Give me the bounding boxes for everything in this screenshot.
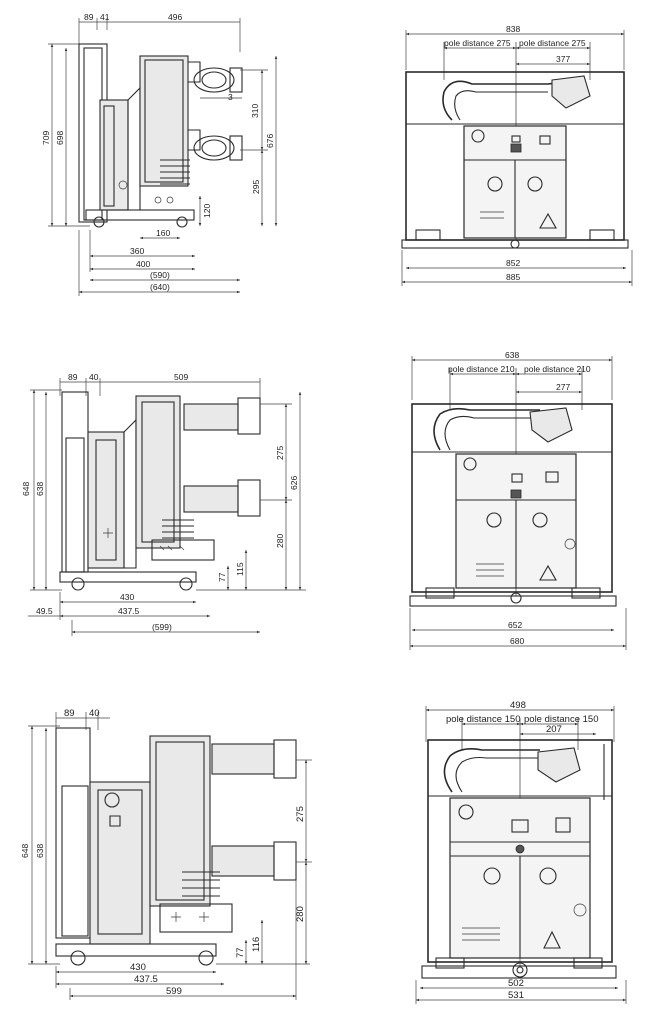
front-pole-distance-1: pole distance 275 <box>444 38 511 48</box>
dim-right-1: 275 <box>295 806 306 822</box>
dim-top-3: 509 <box>174 372 188 382</box>
dim-top-1: 89 <box>64 708 75 719</box>
dim-right-1: 310 <box>250 104 260 118</box>
dim-right-4: 77 <box>235 947 246 958</box>
dim-top-2: 41 <box>100 12 110 22</box>
dim-right-5: 77 <box>217 572 227 582</box>
front-bottom-2: 680 <box>510 636 524 646</box>
front-overall-width: 498 <box>510 700 526 711</box>
side-view-2: 89 40 509 648 638 275 626 280 <box>21 372 306 636</box>
dim-height-2: 698 <box>55 131 65 145</box>
front-inner-width: 277 <box>556 382 570 392</box>
dim-small-mark: 3 <box>228 92 233 102</box>
front-inner-width: 207 <box>546 724 562 735</box>
dim-height-1: 709 <box>41 131 51 145</box>
front-overall-width: 838 <box>506 24 520 34</box>
dim-bottom-1: 160 <box>156 228 170 238</box>
dim-top-1: 89 <box>84 12 94 22</box>
side-view-3: 89 40 648 638 275 280 116 77 <box>20 708 312 1000</box>
front-bottom-2: 885 <box>506 272 520 282</box>
dim-height-1: 648 <box>21 482 31 496</box>
front-overall-width: 638 <box>505 350 519 360</box>
dim-right-4: 120 <box>202 204 212 218</box>
dim-top-2: 40 <box>89 372 99 382</box>
dim-top-2: 40 <box>89 708 100 719</box>
dim-height-2: 638 <box>35 482 45 496</box>
front-view-1: 838 pole distance 275 pole distance 275 … <box>401 24 633 286</box>
dim-top-1: 89 <box>68 372 78 382</box>
front-bottom-1: 502 <box>508 978 524 989</box>
front-pole-distance-1: pole distance 210 <box>448 364 515 374</box>
dim-bottom-3: 400 <box>136 259 150 269</box>
front-view-3: 498 pole distance 150 pole distance 150 … <box>415 700 627 1004</box>
dim-right-3: 116 <box>251 937 262 952</box>
dim-bottom-3: 437.5 <box>118 606 140 616</box>
dim-height-2: 638 <box>35 844 45 858</box>
front-bottom-1: 852 <box>506 258 520 268</box>
dim-bottom-4: (590) <box>150 270 170 280</box>
dim-bottom-2: 437.5 <box>134 974 158 985</box>
front-pole-distance-1: pole distance 150 <box>446 714 520 725</box>
dim-right-4: 115 <box>235 562 245 576</box>
dim-right-2: 676 <box>265 134 275 148</box>
front-pole-distance-2: pole distance 275 <box>519 38 586 48</box>
dim-bottom-3: 599 <box>166 986 182 997</box>
dim-right-2: 280 <box>295 906 306 922</box>
front-bottom-1: 652 <box>508 620 522 630</box>
front-pole-distance-2: pole distance 150 <box>524 714 598 725</box>
dim-bottom-2: 430 <box>120 592 134 602</box>
dim-top-3: 496 <box>168 12 182 22</box>
front-pole-distance-2: pole distance 210 <box>524 364 591 374</box>
dim-bottom-4: (599) <box>152 622 172 632</box>
dim-right-2: 626 <box>289 476 299 490</box>
dim-bottom-1: 49.5 <box>36 606 53 616</box>
dim-right-1: 275 <box>275 446 285 460</box>
front-view-2: 638 pole distance 210 pole distance 210 … <box>409 350 627 650</box>
dim-height-1: 648 <box>20 844 30 858</box>
dim-bottom-1: 430 <box>130 962 146 973</box>
dim-right-3: 280 <box>275 534 285 548</box>
dim-bottom-5: (640) <box>150 282 170 292</box>
front-bottom-2: 531 <box>508 990 524 1001</box>
side-view-1: 89 41 496 709 698 <box>41 12 278 296</box>
dim-bottom-2: 360 <box>130 246 144 256</box>
dim-right-3: 295 <box>251 180 261 194</box>
front-inner-width: 377 <box>556 54 570 64</box>
